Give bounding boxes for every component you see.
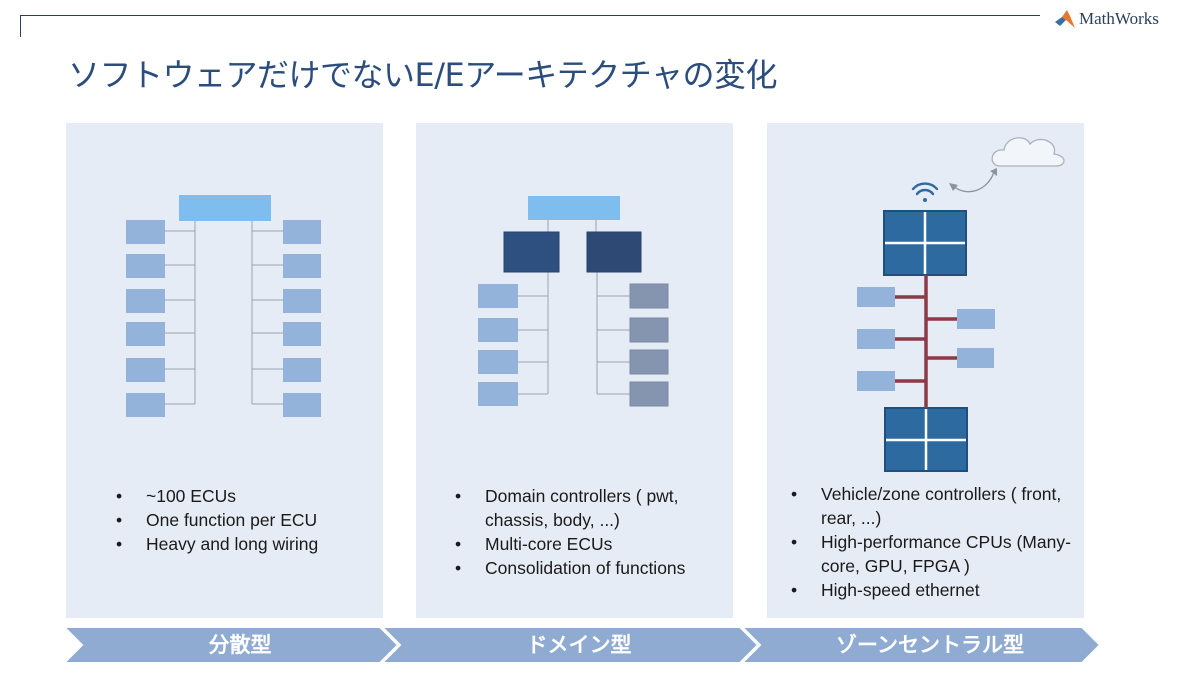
list-item: Multi-core ECUs <box>455 532 700 556</box>
chevron-domain <box>379 626 760 664</box>
ecu-box <box>629 381 669 407</box>
zone-ecu-box <box>857 329 895 349</box>
stage-timeline <box>61 626 1102 664</box>
ecu-box <box>283 289 321 313</box>
zone-ecu-box <box>957 348 994 368</box>
ecu-box <box>126 322 165 346</box>
domain-controller-box <box>586 231 642 273</box>
domain-diagram <box>478 196 669 407</box>
list-item: Vehicle/zone controllers ( front, rear, … <box>791 482 1076 530</box>
zone-ecu-box <box>957 309 995 329</box>
distributed-diagram <box>126 195 321 417</box>
central-computer-top <box>883 210 967 276</box>
list-item: High-speed ethernet <box>791 578 1076 602</box>
ecu-box <box>126 393 165 417</box>
ecu-box <box>478 284 518 308</box>
domain-controller-box <box>503 231 560 273</box>
stage-label-distributed: 分散型 <box>208 633 272 657</box>
ecu-box <box>629 283 669 309</box>
list-item: Consolidation of functions <box>455 556 700 580</box>
cloud-icon <box>991 137 1065 167</box>
header-rule <box>20 15 1040 16</box>
ecu-box <box>478 350 518 374</box>
zone-ecu-box <box>857 287 895 307</box>
ecu-box <box>629 317 669 343</box>
logo-text: MathWorks <box>1079 9 1159 28</box>
ecu-box <box>283 393 321 417</box>
ecu-box <box>478 318 518 342</box>
zone-ecu-box <box>857 371 895 391</box>
matlab-membrane-logo-icon <box>1055 10 1075 28</box>
page-title: ソフトウェアだけでないE/Eアーキテクチャの変化 <box>68 56 777 94</box>
ecu-box <box>283 358 321 382</box>
ecu-box <box>478 382 518 406</box>
ecu-box <box>126 358 165 382</box>
stage-label-zonal-central: ゾーンセントラル型 <box>836 633 1024 657</box>
ecu-box <box>126 254 165 278</box>
ecu-box <box>126 220 165 244</box>
list-item: Heavy and long wiring <box>116 532 376 556</box>
ecu-box <box>283 254 321 278</box>
domain-bullets: Domain controllers ( pwt, chassis, body,… <box>455 484 700 580</box>
ecu-box <box>283 322 321 346</box>
central-gateway-box <box>179 195 271 221</box>
central-gateway-box <box>528 196 620 220</box>
wifi-icon <box>911 182 939 202</box>
mathworks-logo: MathWorks <box>1054 6 1159 32</box>
ecu-box <box>126 289 165 313</box>
chevron-zonal-central <box>739 626 1102 664</box>
ecu-box <box>629 349 669 375</box>
list-item: High-performance CPUs (Many-core, GPU, F… <box>791 530 1076 578</box>
list-item: ~100 ECUs <box>116 484 376 508</box>
ethernet-backbone <box>895 275 957 408</box>
curved-arrow-icon <box>952 171 995 193</box>
header-rule-tick <box>20 15 21 37</box>
list-item: Domain controllers ( pwt, chassis, body,… <box>455 484 700 532</box>
stage-label-domain: ドメイン型 <box>526 633 632 657</box>
zonal-bullets: Vehicle/zone controllers ( front, rear, … <box>791 482 1076 602</box>
ecu-box <box>283 220 321 244</box>
central-computer-bottom <box>884 407 968 472</box>
zonal-diagram <box>857 137 1065 472</box>
chevron-distributed <box>61 626 400 664</box>
list-item: One function per ECU <box>116 508 376 532</box>
distributed-bullets: ~100 ECUs One function per ECU Heavy and… <box>116 484 376 556</box>
